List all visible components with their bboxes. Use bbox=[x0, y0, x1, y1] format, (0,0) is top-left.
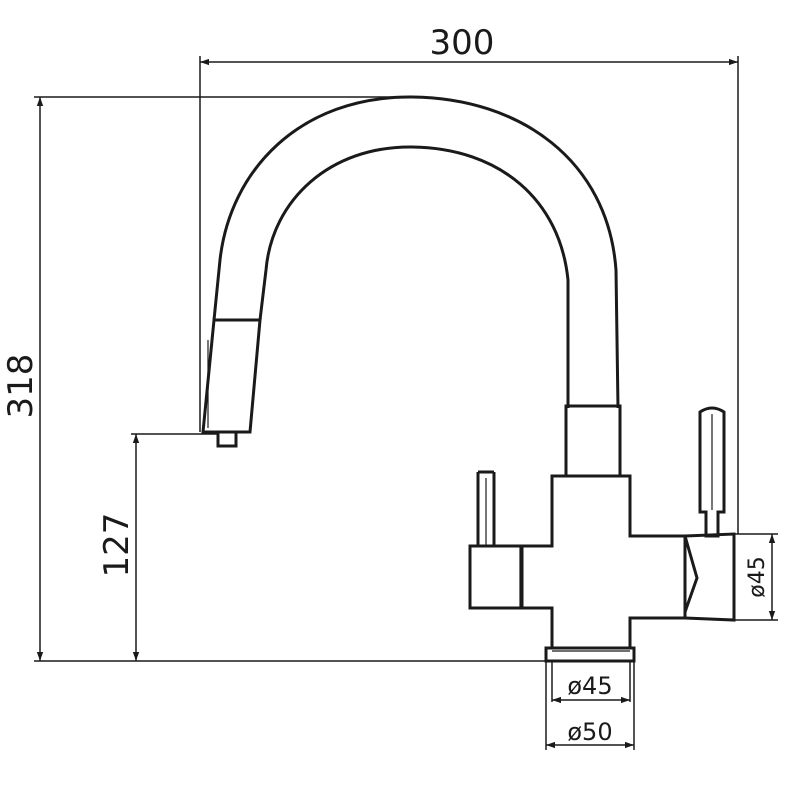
spray-head bbox=[201, 318, 262, 434]
spout-collar bbox=[564, 404, 622, 478]
right-handle-lever bbox=[698, 406, 726, 538]
main-body bbox=[520, 474, 687, 650]
faucet-outline bbox=[201, 95, 736, 663]
dim-label-base-inner: ø45 bbox=[567, 672, 612, 700]
dimension-lines bbox=[36, 58, 776, 749]
dim-label-spout-height: 127 bbox=[97, 513, 137, 578]
spout-inner-curve bbox=[258, 145, 570, 408]
faucet-details bbox=[207, 340, 713, 652]
dim-label-width: 300 bbox=[430, 23, 495, 63]
dim-label-height: 318 bbox=[1, 354, 41, 419]
right-valve-housing bbox=[684, 532, 736, 622]
dim-label-side-diameter: ø45 bbox=[745, 556, 770, 597]
left-valve-housing bbox=[468, 544, 524, 610]
dim-label-base-outer: ø50 bbox=[567, 718, 612, 746]
spout-outer-curve bbox=[212, 95, 620, 409]
left-handle-lever bbox=[476, 470, 496, 546]
base-flange bbox=[544, 646, 636, 663]
spray-nozzle bbox=[216, 432, 238, 448]
right-valve-bevel bbox=[683, 535, 699, 613]
extension-lines bbox=[34, 56, 778, 750]
